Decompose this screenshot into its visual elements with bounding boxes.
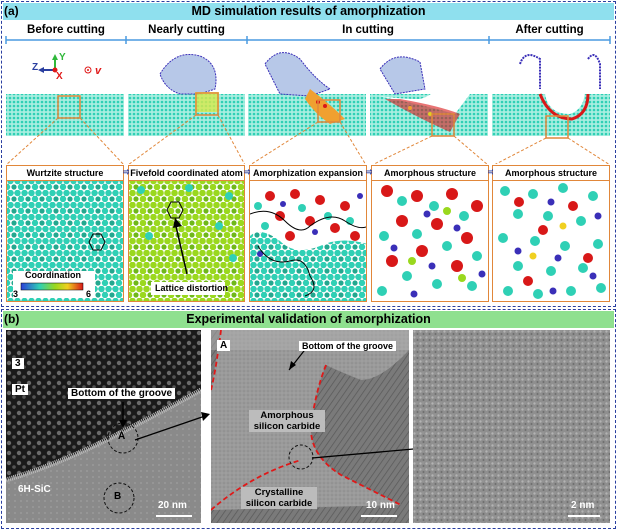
phase-before-cutting: Before cutting bbox=[27, 24, 105, 36]
tem2-groove-label: Bottom of the groove bbox=[299, 341, 396, 351]
tem1-number: 3 bbox=[12, 358, 24, 369]
tem1-pt-label: Pt bbox=[12, 384, 28, 395]
zoom-box-expansion: Amorphization expansion bbox=[249, 165, 367, 302]
fivefold-lattice bbox=[129, 180, 244, 301]
flow-arrow-4: ⇨ bbox=[487, 167, 496, 178]
axis-indicator bbox=[38, 54, 92, 74]
expansion-lattice bbox=[250, 180, 366, 301]
panel-a-frame bbox=[1, 1, 616, 307]
zoom-caption-4: Amorphous structure bbox=[372, 166, 488, 181]
slab-before bbox=[6, 94, 124, 136]
zoom-caption-5: Amorphous structure bbox=[493, 166, 609, 181]
panel-a-title-bar: MD simulation results of amorphization bbox=[3, 3, 614, 20]
panel-b-title: Experimental validation of amorphization bbox=[186, 312, 431, 326]
tem2-amorphous-label: Amorphous silicon carbide bbox=[249, 410, 325, 432]
zoom-box-amorphous-2: Amorphous structure bbox=[492, 165, 610, 302]
zoom-caption-3: Amorphization expansion bbox=[250, 166, 366, 181]
tem2-marker-a: A bbox=[217, 340, 231, 351]
tem1-scale-label: 20 nm bbox=[158, 500, 187, 511]
panel-b-title-bar: Experimental validation of amorphization bbox=[3, 311, 614, 328]
flow-arrow-3: ⇨ bbox=[365, 167, 374, 178]
axis-z-label: Z bbox=[32, 62, 39, 73]
tem2-scale-label: 10 nm bbox=[366, 500, 395, 511]
tem1-marker-a: A bbox=[118, 431, 126, 442]
axis-y-label: Y bbox=[59, 52, 66, 63]
phase-nearly-cutting: Nearly cutting bbox=[148, 24, 225, 36]
zoom-box-amorphous-1: Amorphous structure bbox=[371, 165, 489, 302]
phase-after-cutting: After cutting bbox=[515, 24, 584, 36]
amorphous-lattice-2 bbox=[493, 180, 609, 301]
axis-v-label: v bbox=[95, 65, 102, 77]
zoom-caption-2: Fivefold coordinated atom bbox=[129, 166, 244, 181]
panel-a-title: MD simulation results of amorphization bbox=[191, 4, 426, 18]
tem1-groove-label: Bottom of the groove bbox=[68, 388, 176, 399]
colorbar-min: 3 bbox=[13, 289, 19, 299]
tem3-scale-label: 2 nm bbox=[571, 500, 595, 511]
flow-arrow-2: ⇨ bbox=[243, 167, 252, 178]
colorbar bbox=[20, 282, 84, 291]
tem1-sic-label: 6H-SiC bbox=[18, 484, 51, 495]
md-snapshots bbox=[6, 52, 610, 164]
zoom-box-wurtzite: Wurtzite structure bbox=[6, 165, 124, 302]
zoom-box-fivefold: Fivefold coordinated atom Lattice distor… bbox=[128, 165, 245, 302]
tem-image-1: 3 Pt Bottom of the groove A B 6H-SiC 20 … bbox=[6, 330, 201, 523]
panel-b-frame bbox=[1, 309, 616, 529]
tem-image-2: A Bottom of the groove Amorphous silicon… bbox=[211, 330, 409, 523]
panel-b-tag: (b) bbox=[4, 312, 20, 326]
tem-image-3: 2 nm bbox=[413, 330, 610, 523]
phase-timeline bbox=[5, 36, 611, 44]
flow-arrow-1: ⇨ bbox=[122, 167, 131, 178]
tem-image-3-bg bbox=[413, 330, 610, 523]
panel-a-tag: (a) bbox=[4, 4, 19, 18]
colorbar-label: Coordination bbox=[25, 270, 81, 280]
lattice-distortion-label: Lattice distortion bbox=[155, 283, 229, 293]
wurtzite-lattice bbox=[7, 180, 123, 301]
tem-image-1-bg bbox=[6, 330, 201, 523]
tem1-marker-b: B bbox=[114, 491, 122, 502]
amorphous-lattice-1 bbox=[372, 180, 488, 301]
axis-x-label: X bbox=[56, 71, 63, 82]
colorbar-max: 6 bbox=[86, 289, 92, 299]
tem2-crystalline-label: Crystalline silicon carbide bbox=[241, 487, 317, 509]
zoom-caption-1: Wurtzite structure bbox=[7, 166, 123, 181]
phase-in-cutting: In cutting bbox=[342, 24, 394, 36]
